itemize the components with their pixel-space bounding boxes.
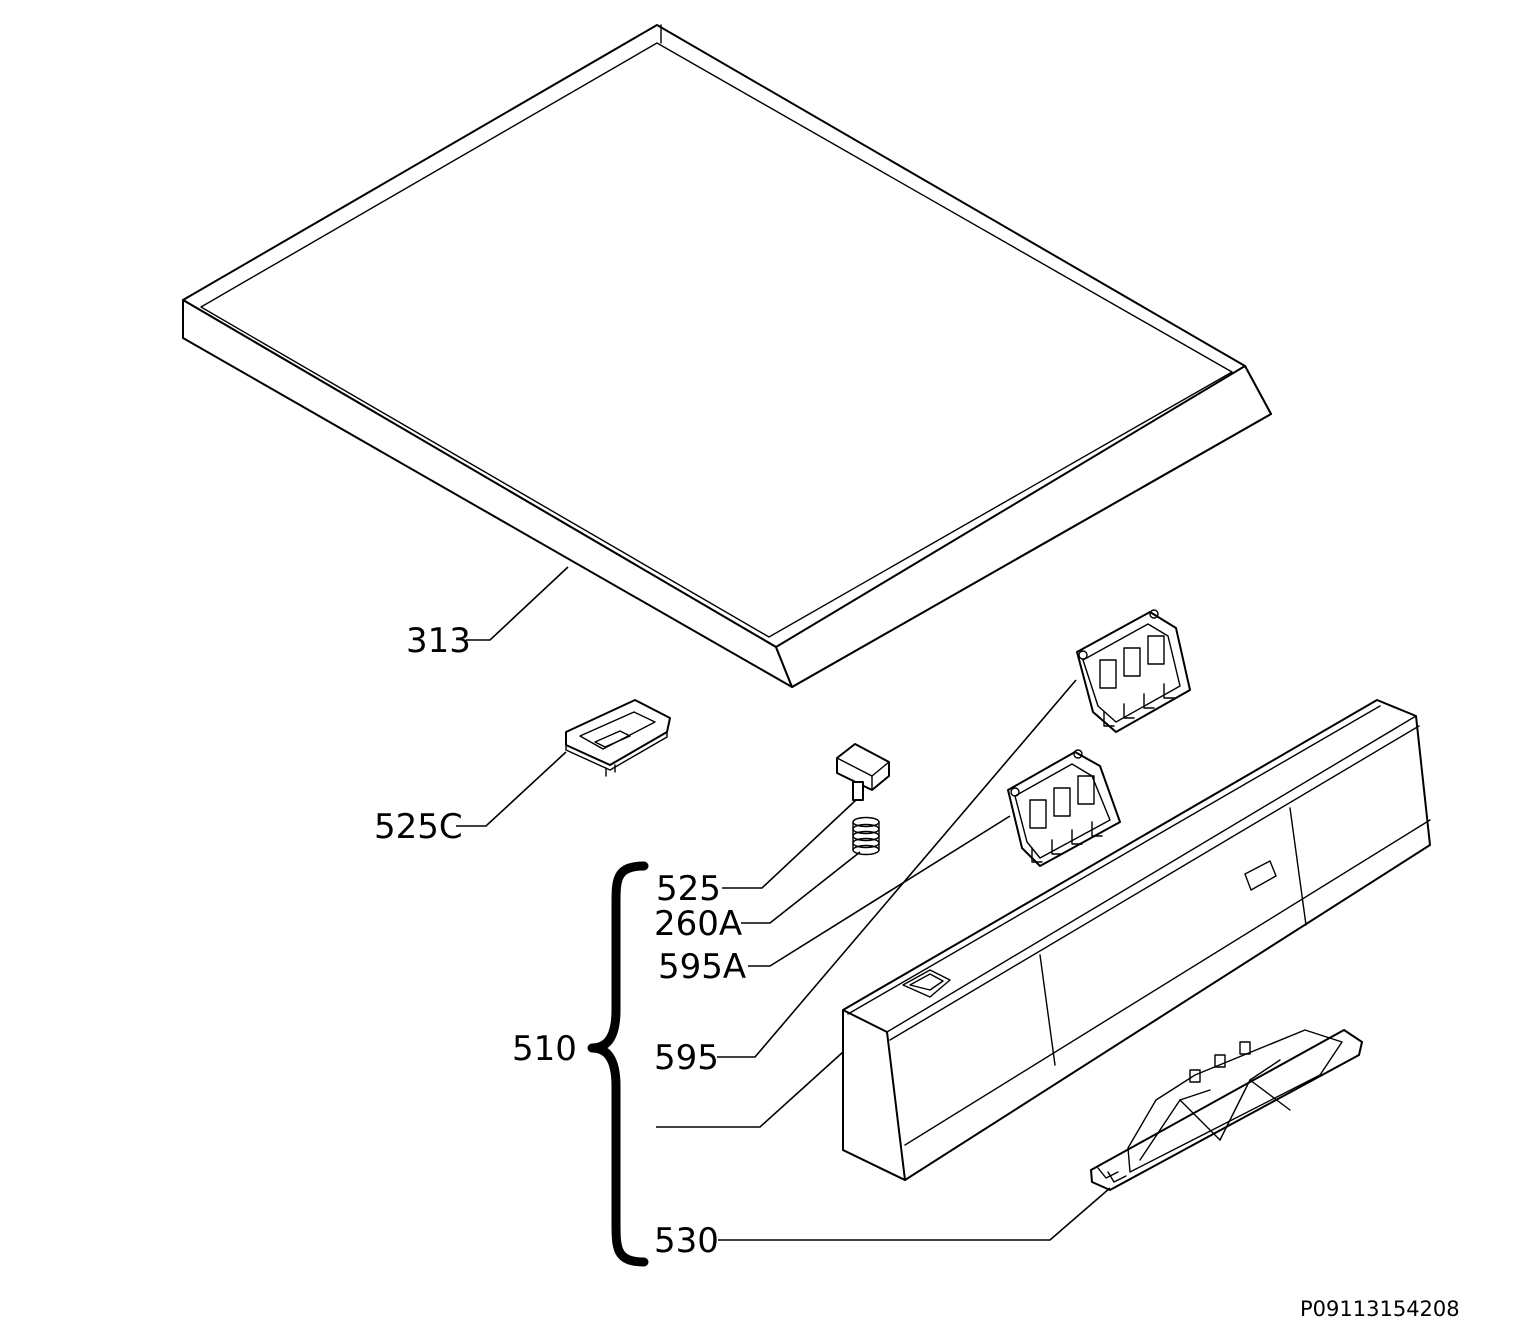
leader-530 (718, 1187, 1111, 1241)
part-260a-spring (852, 816, 880, 856)
leader-525c (456, 751, 567, 827)
callout-510: 510 (512, 1029, 577, 1069)
leader-525 (722, 799, 857, 889)
leader-lines (456, 566, 1111, 1241)
callout-labels: 313 525C 525 260A 595A 595 510 530 (374, 621, 746, 1261)
leader-595a (748, 815, 1011, 967)
group-brace-510 (587, 861, 649, 1267)
part-595a-switch-block (1007, 749, 1121, 867)
leader-510-panel (656, 1051, 844, 1128)
part-525-button (836, 743, 890, 801)
leader-313 (466, 566, 569, 641)
part-525c-handle-insert (565, 699, 671, 777)
leader-260a (741, 851, 861, 924)
callout-525c: 525C (374, 807, 463, 847)
leader-595 (717, 679, 1077, 1058)
part-510-control-panel (842, 699, 1431, 1181)
reference-code: P09113154208 (1300, 1297, 1460, 1321)
part-530-handle (1090, 1029, 1363, 1191)
callout-525: 525 (656, 869, 721, 909)
callout-530: 530 (654, 1221, 719, 1261)
part-313-top-lid (182, 24, 1272, 688)
callout-313: 313 (406, 621, 471, 661)
callout-260a: 260A (654, 904, 742, 944)
part-595-switch-block (1076, 609, 1191, 733)
callout-595a: 595A (658, 947, 746, 987)
callout-595: 595 (654, 1038, 719, 1078)
